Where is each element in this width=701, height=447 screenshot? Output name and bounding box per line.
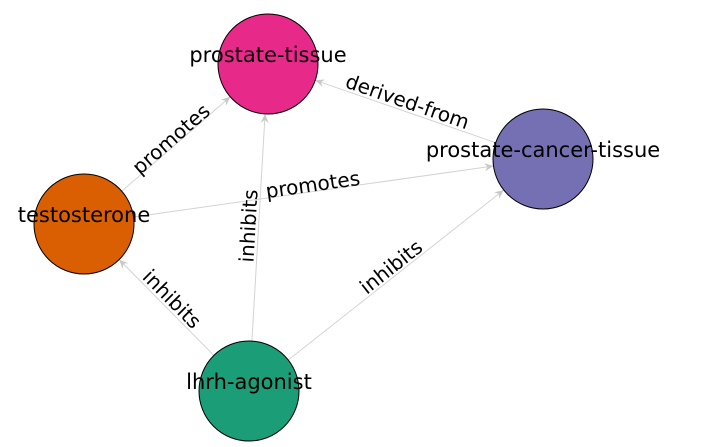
node-label-testosterone: testosterone [18, 203, 151, 227]
edge-label-inhibits: inhibits [234, 189, 262, 263]
node-circle-testosterone[interactable] [33, 173, 135, 275]
nodes-layer: prostate-tissue prostate-cancer-tissue tes… [18, 13, 660, 442]
edge-label-inhibits: inhibits [138, 265, 206, 334]
node-label-lhrh-agonist: lhrh-agonist [186, 370, 312, 394]
arrowhead-e2 [315, 79, 326, 87]
edge-label-derived-from: derived-from [342, 69, 472, 134]
node-prostate-tissue[interactable]: prostate-tissue [189, 13, 347, 115]
node-circle-prostate-tissue[interactable] [217, 13, 319, 115]
node-prostate-cancer-tissue[interactable]: prostate-cancer-tissue [426, 108, 660, 210]
node-lhrh-agonist[interactable]: lhrh-agonist [186, 340, 312, 442]
edge-label-promotes: promotes [264, 166, 361, 203]
edge-lhrh-agonist-to-prostate-cancer-tissue [287, 189, 505, 361]
arrowhead-e3 [484, 163, 494, 172]
edge-testosterone-to-prostate-cancer-tissue [133, 165, 494, 218]
edge-prostate-cancer-tissue-to-prostate-tissue [315, 79, 496, 144]
arrowhead-e5 [119, 259, 129, 269]
edge-label-inhibits: inhibits [355, 235, 427, 299]
edge-lhrh-agonist-to-prostate-tissue [251, 113, 266, 342]
arrowhead-e6 [494, 190, 504, 199]
arrowhead-e4 [260, 113, 269, 124]
arrowhead-e1 [220, 96, 231, 106]
edge-label-promotes: promotes [127, 99, 214, 179]
node-testosterone[interactable]: testosterone [18, 173, 151, 275]
edges-layer [118, 79, 505, 361]
node-label-prostate-cancer-tissue: prostate-cancer-tissue [426, 138, 660, 162]
edge-lhrh-agonist-to-testosterone [118, 259, 215, 356]
edge-testosterone-to-prostate-tissue [121, 96, 231, 192]
node-circle-lhrh-agonist[interactable] [198, 340, 300, 442]
node-circle-prostate-cancer-tissue[interactable] [492, 108, 594, 210]
node-label-prostate-tissue: prostate-tissue [189, 43, 346, 67]
